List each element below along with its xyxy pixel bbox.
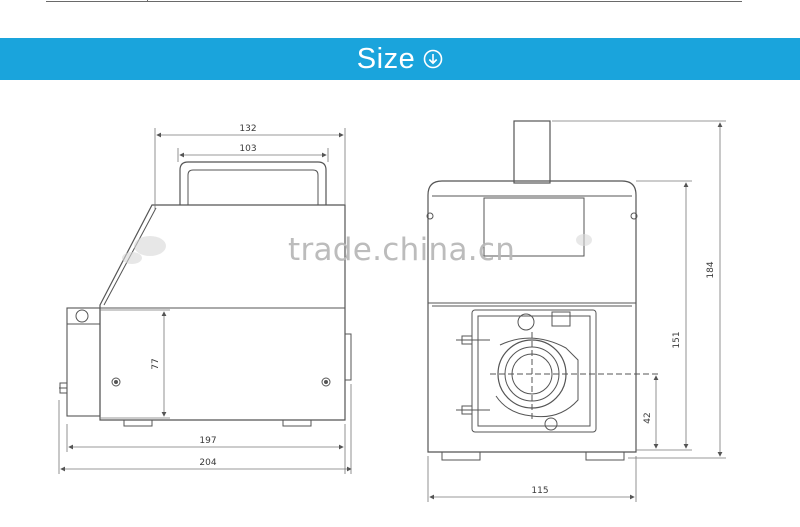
dim-head-height: 77 <box>151 358 161 369</box>
dim-body-height: 151 <box>672 331 682 348</box>
watermark: trade.china.cn <box>288 232 516 268</box>
watermark-smudges <box>122 234 592 264</box>
dim-base-length: 197 <box>199 436 216 446</box>
side-view-dimensions <box>58 128 352 474</box>
banner-title: Size <box>356 42 416 75</box>
size-banner: Size <box>0 38 800 80</box>
front-view-dimensions <box>427 120 726 502</box>
dim-handle-inner: 103 <box>239 144 256 154</box>
table-divider <box>147 0 148 1</box>
front-view <box>426 120 660 461</box>
dim-pump-center: 42 <box>643 412 653 423</box>
circle-arrow-down-icon <box>423 49 443 69</box>
dim-overall-height: 184 <box>706 261 716 278</box>
top-table-edge <box>46 0 742 2</box>
dim-handle-outer: 132 <box>239 124 256 134</box>
dim-width: 115 <box>531 486 548 496</box>
dim-overall-length: 204 <box>199 458 216 468</box>
side-view <box>59 161 352 427</box>
